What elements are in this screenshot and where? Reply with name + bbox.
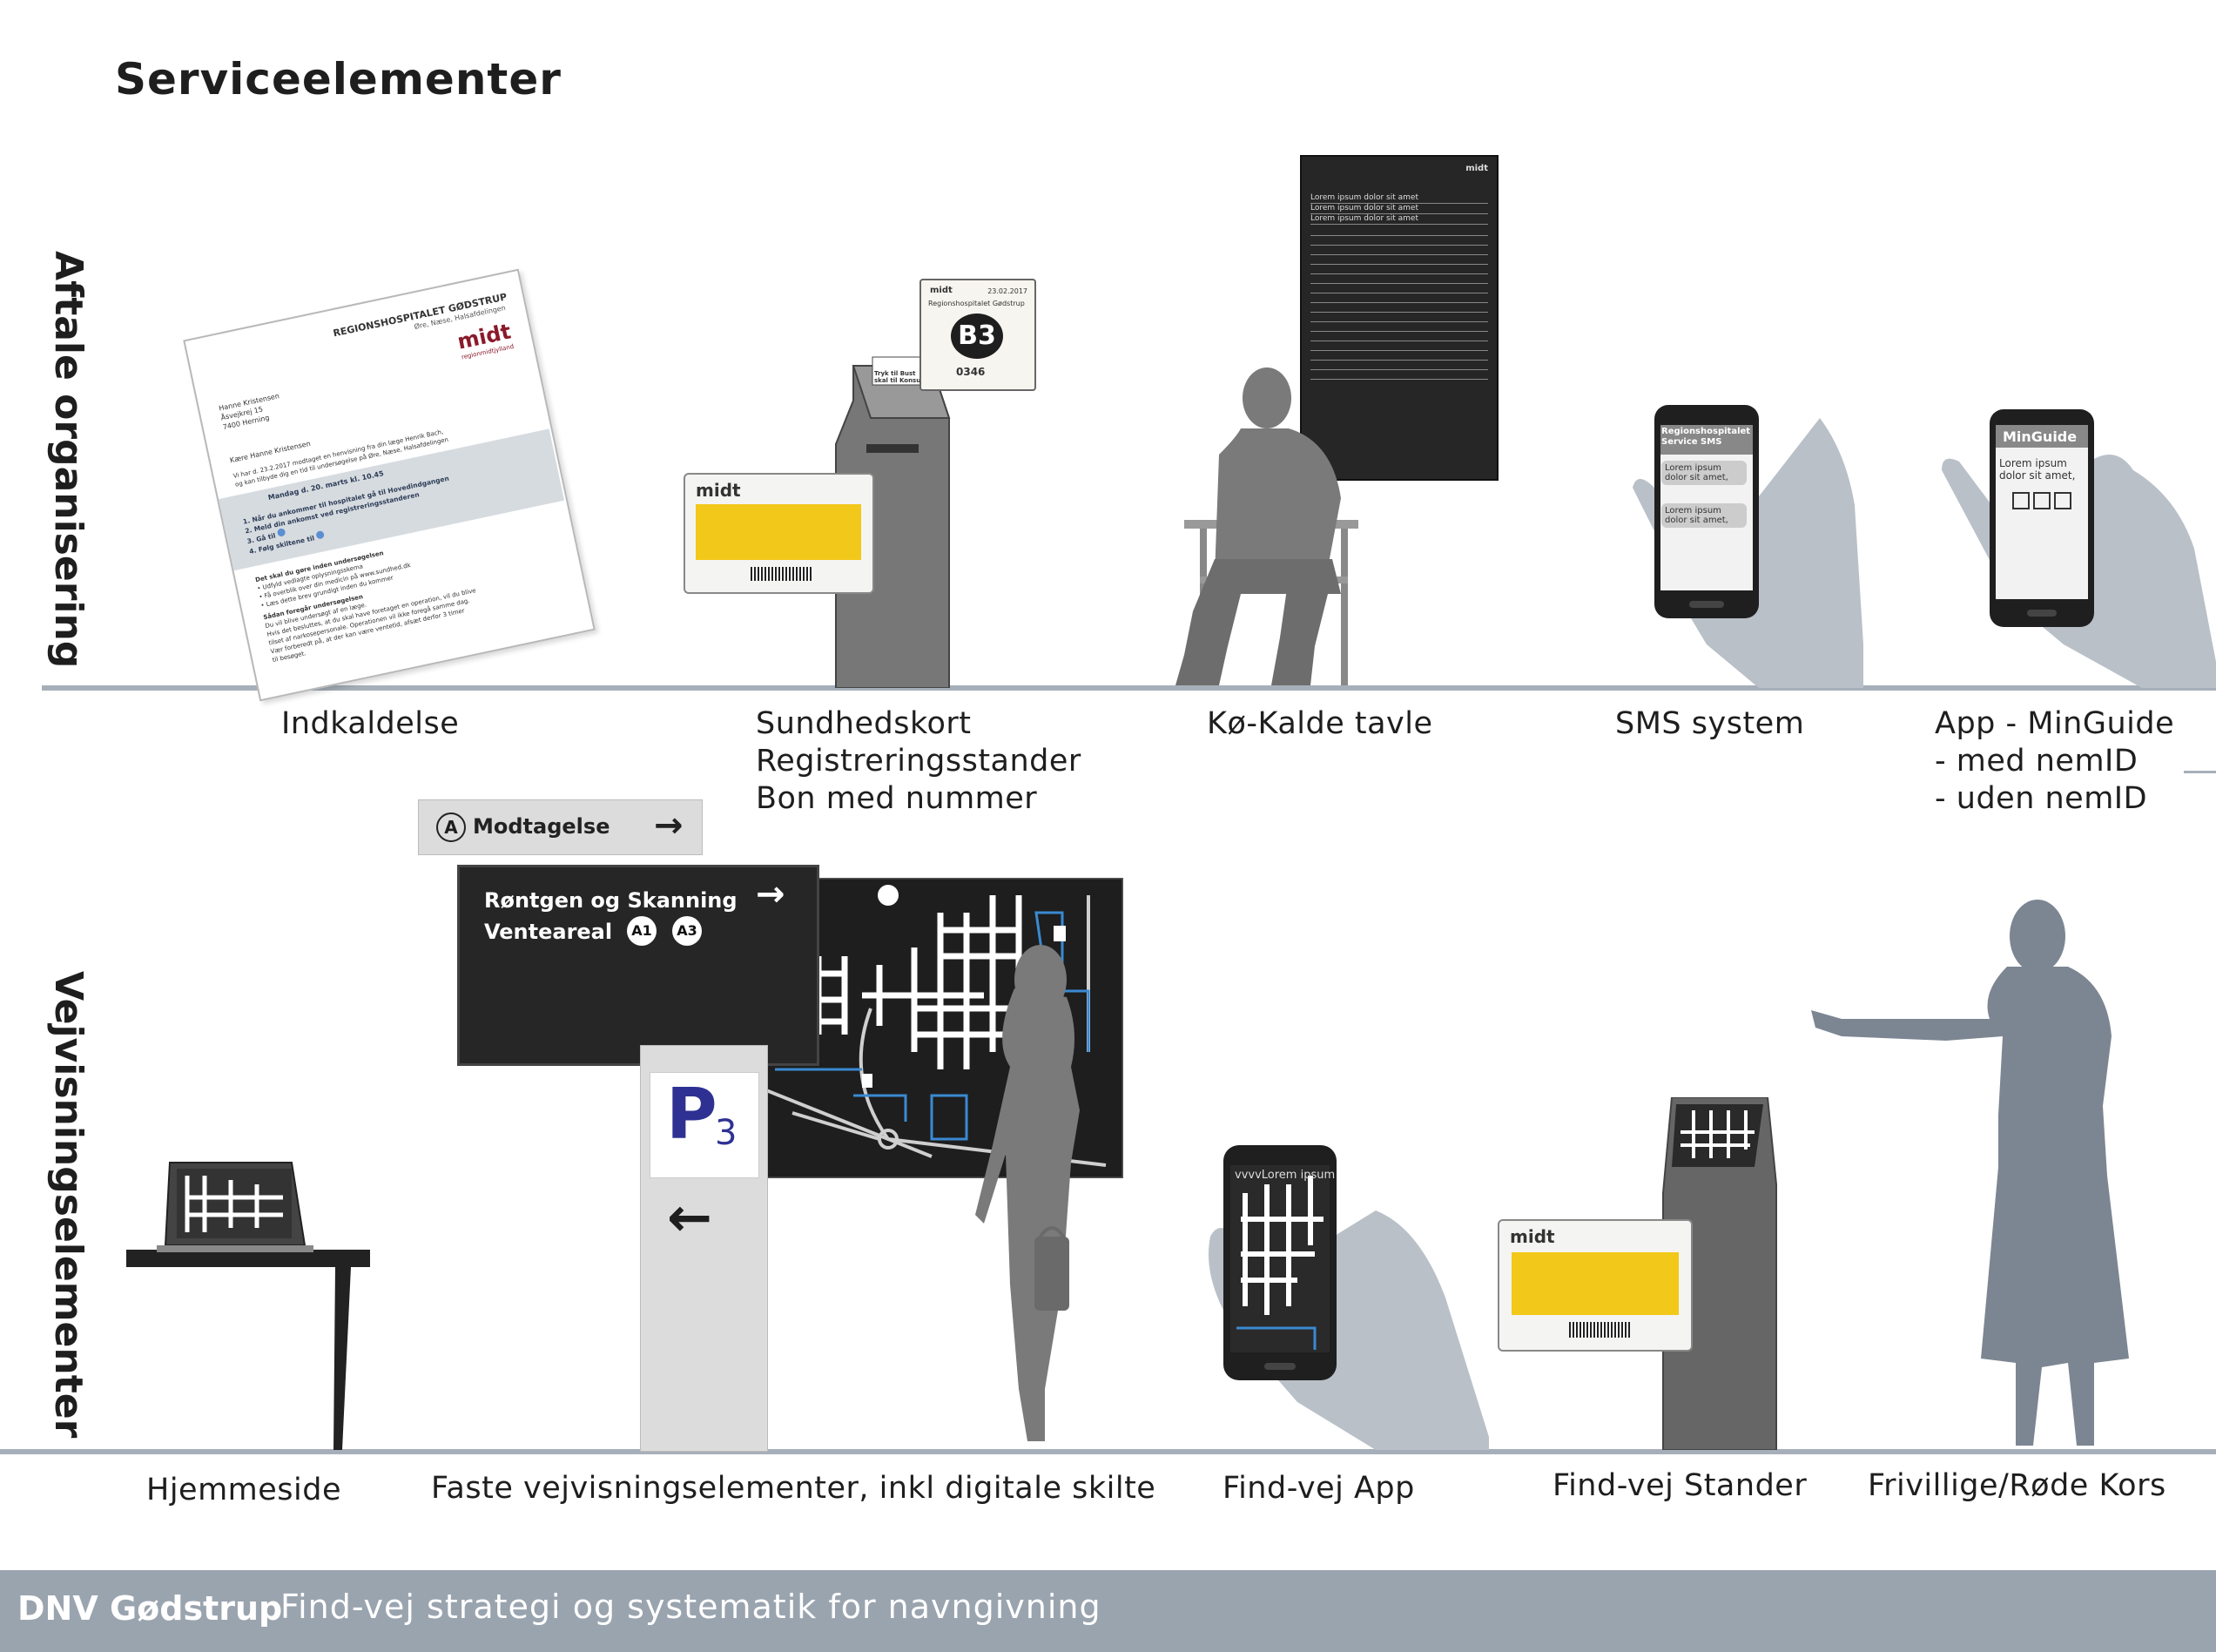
- caption-app: App - MinGuide - med nemID - uden nemID: [1935, 706, 2175, 816]
- row-label-aftale: Aftale organisering: [46, 251, 91, 669]
- footer-bar: [0, 1570, 2216, 1652]
- card-logo: midt: [696, 480, 741, 501]
- card-barcode: [1569, 1322, 1630, 1338]
- letter-document: REGIONSHOSPITALET GØDSTRUP Øre, Næse, Ha…: [183, 268, 596, 702]
- caption-koe-kalde: Kø-Kalde tavle: [1207, 706, 1433, 741]
- ticket-code: B3: [951, 314, 1003, 359]
- caption-hjemmeside: Hjemmeside: [146, 1473, 342, 1507]
- caption-indkaldelse: Indkaldelse: [281, 706, 460, 741]
- health-card: midt: [684, 473, 874, 594]
- app-checkbox: [2012, 492, 2030, 509]
- letter-address: Hanne Kristensen Åsvejkrej 15 7400 Herni…: [218, 392, 280, 432]
- parking-number: 3: [715, 1113, 738, 1153]
- queue-ticket: midt 23.02.2017 Regionshospitalet Gødstr…: [919, 279, 1036, 391]
- board-empty-rows: [1310, 226, 1488, 383]
- arrow-right-icon: →: [654, 806, 684, 846]
- caption-faste: Faste vejvisningselementer, inkl digital…: [431, 1471, 1156, 1506]
- parking-symbol: P 3: [650, 1072, 759, 1178]
- badge-a3: A3: [672, 916, 702, 946]
- sign-roentgen-line2: Venteareal: [484, 920, 613, 944]
- registration-kiosk: [835, 356, 951, 688]
- parking-letter: P: [666, 1074, 717, 1155]
- page-title: Serviceelementer: [115, 54, 562, 105]
- board-lines: Lorem ipsum dolor sit amet Lorem ipsum d…: [1310, 193, 1488, 225]
- bottom-divider: [0, 1449, 2216, 1454]
- ticket-number: 0346: [956, 366, 986, 378]
- app-text: Lorem ipsum dolor sit amet,: [1999, 457, 2076, 482]
- standing-woman-figure: [975, 945, 1080, 1441]
- app-header: MinGuide: [2003, 428, 2078, 445]
- footer-brand: DNV Gødstrup: [17, 1589, 283, 1628]
- ticket-date: 23.02.2017: [987, 287, 1027, 295]
- sign-modtagelse-text: Modtagelse: [473, 814, 610, 839]
- app-checkboxes: [2012, 492, 2071, 513]
- app-checkbox: [2033, 492, 2051, 509]
- sign-roentgen: Røntgen og Skanning Venteareal A1 A3 →: [457, 865, 819, 1066]
- findvej-phone-header: vvvvLorem ipsum: [1235, 1169, 1336, 1182]
- edge-mark: [2184, 771, 2216, 773]
- board-logo: midt: [1465, 164, 1488, 173]
- caption-findvej-stander: Find-vej Stander: [1553, 1468, 1808, 1503]
- sms-bubble: Lorem ipsum dolor sit amet,: [1661, 461, 1747, 485]
- ticket-logo: midt: [930, 286, 953, 295]
- seated-person-figure: [1175, 367, 1358, 685]
- badge-a1: A1: [627, 916, 657, 946]
- findvej-phone-hand: [1209, 1145, 1489, 1450]
- laptop-table: [126, 1162, 370, 1450]
- sign-modtagelse: A Modtagelse →: [418, 799, 703, 855]
- volunteer-figure: [1811, 900, 2129, 1446]
- app-checkbox: [2054, 492, 2071, 509]
- card-barcode: [751, 567, 812, 581]
- sms-bubble: Lorem ipsum dolor sit amet,: [1661, 503, 1747, 528]
- sign-letter-badge: A: [436, 813, 466, 842]
- arrow-left-icon: ←: [667, 1185, 712, 1249]
- top-divider: [42, 685, 2216, 691]
- footer-subtitle: Find-vej strategi og systematik for navn…: [280, 1588, 1101, 1626]
- card-yellow-strip: [696, 504, 861, 560]
- card-yellow-strip: [1512, 1252, 1679, 1315]
- caption-frivillige: Frivillige/Røde Kors: [1868, 1468, 2166, 1503]
- ticket-hospital: Regionshospitalet Gødstrup: [928, 300, 1025, 307]
- sign-roentgen-line1: Røntgen og Skanning: [484, 888, 738, 913]
- caption-sundhedskort: Sundhedskort Registreringsstander Bon me…: [756, 706, 1081, 816]
- queue-board: midt Lorem ipsum dolor sit amet Lorem ip…: [1300, 155, 1499, 481]
- sms-header: Regionshospitalet Service SMS: [1661, 427, 1751, 447]
- letter-step-badge: [315, 529, 325, 540]
- parking-pillar: P 3 ←: [640, 1045, 768, 1452]
- card-logo: midt: [1510, 1226, 1555, 1247]
- arrow-right-icon: →: [756, 874, 785, 914]
- findvej-stander: [1662, 1097, 1777, 1450]
- health-card-bottom: midt: [1498, 1219, 1693, 1352]
- letter-step-badge: [276, 528, 286, 537]
- app-phone-hand: [1942, 409, 2216, 688]
- caption-findvej-app: Find-vej App: [1223, 1471, 1415, 1506]
- row-label-vejvisning: Vejvisningselementer: [46, 971, 91, 1439]
- kiosk-screen-text: Tryk til Bust skal til Konsulti: [874, 370, 928, 384]
- caption-sms: SMS system: [1615, 706, 1805, 741]
